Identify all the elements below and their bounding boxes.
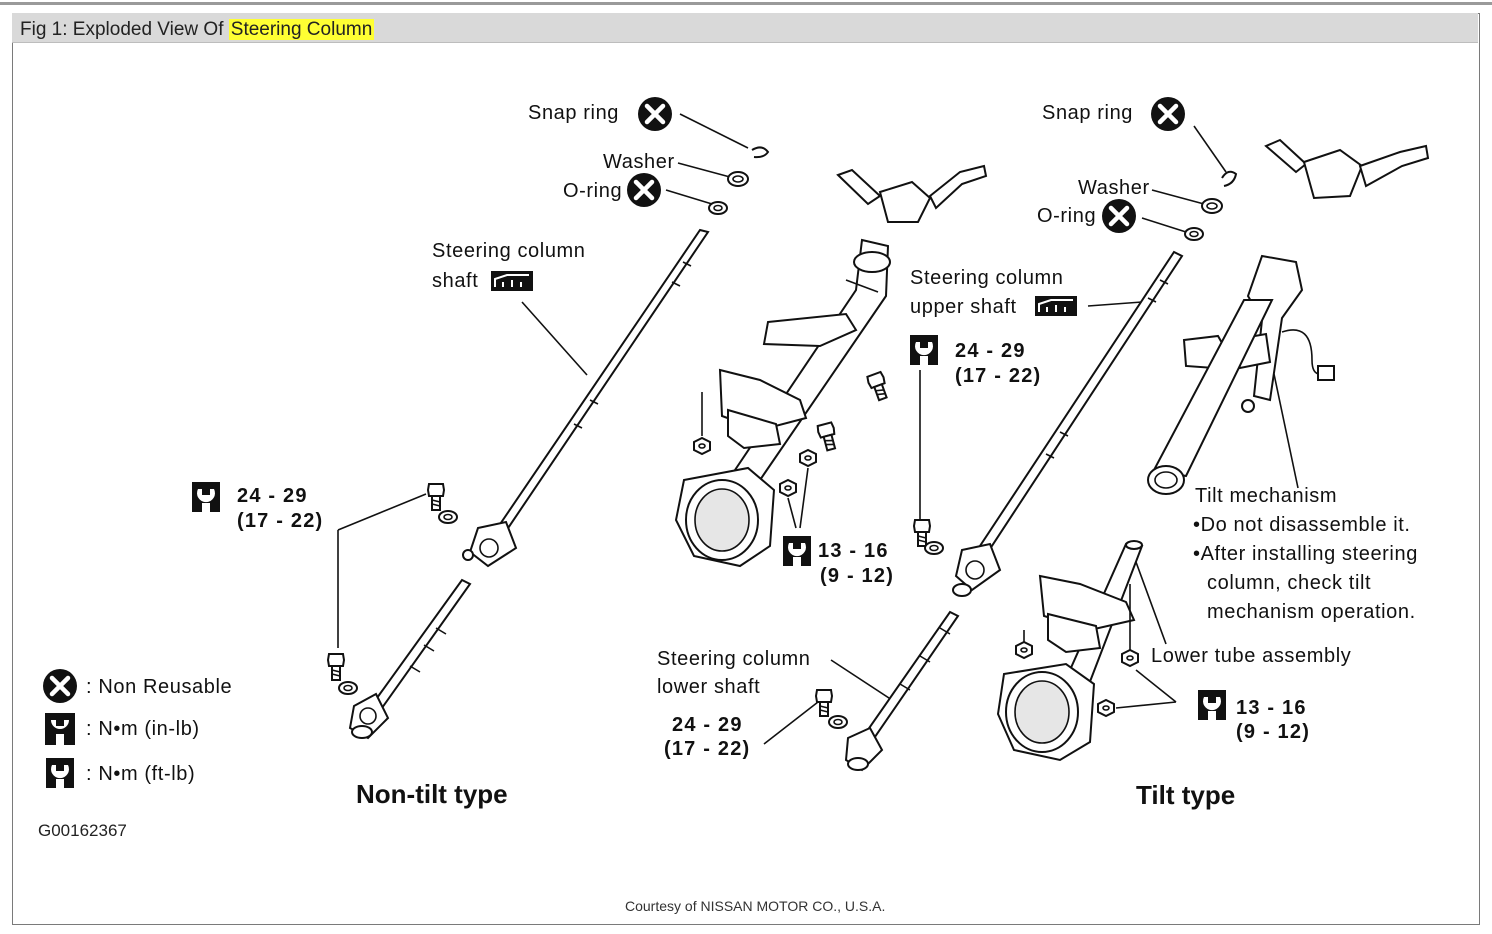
x-circle-icon <box>43 669 77 703</box>
tilt-mechanism-label: Tilt mechanism <box>1195 485 1337 507</box>
figure-title-bar: Fig 1: Exploded View Of Steering Column <box>12 13 1478 43</box>
window-top-line <box>0 2 1492 5</box>
legend-nm-ftlb: : N•m (ft-lb) <box>86 763 195 785</box>
left-snap-ring-label: Snap ring <box>528 102 619 124</box>
tilt-type-label: Tilt type <box>1136 780 1235 810</box>
upper-shaft-label-2: upper shaft <box>910 296 1017 318</box>
non-tilt-assembly: Snap ring Washer O-ring Steering column … <box>192 97 988 809</box>
legend: : Non Reusable : N•m (in-lb) : N•m (ft-l… <box>43 669 232 788</box>
right-washer-label: Washer <box>1078 177 1150 199</box>
middle-torque-c-2: (17 - 22) <box>664 738 750 760</box>
legend-non-reusable: : Non Reusable <box>86 676 232 698</box>
lower-shaft-label-1: Steering column <box>657 648 811 670</box>
right-torque-b-2: (9 - 12) <box>1236 721 1310 743</box>
left-shaft-label-1: Steering column <box>432 240 586 262</box>
title-prefix: Fig 1: Exploded View Of <box>20 19 229 40</box>
torque-ft-lb-icon <box>910 335 938 365</box>
lower-shaft-label-2: lower shaft <box>657 676 760 698</box>
figure-id: G00162367 <box>38 821 127 840</box>
figure-title: Fig 1: Exploded View Of Steering Column <box>20 19 375 41</box>
right-torque-a-2: (17 - 22) <box>955 365 1041 387</box>
torque-ft-lb-icon <box>1198 690 1226 720</box>
right-torque-b-1: 13 - 16 <box>1236 697 1307 719</box>
middle-lower-shaft: Steering column lower shaft 24 - 29 (17 … <box>657 610 960 772</box>
tighten-icon <box>490 270 534 292</box>
left-o-ring-label: O-ring <box>563 180 622 202</box>
tilt-assembly: Snap ring Washer O-ring Steering column … <box>910 97 1430 810</box>
column-housing-non-tilt <box>674 164 988 568</box>
right-snap-ring-label: Snap ring <box>1042 102 1133 124</box>
torque-ft-lb-icon <box>192 482 220 512</box>
tilt-note-2c: mechanism operation. <box>1207 601 1416 623</box>
right-torque-a-1: 24 - 29 <box>955 340 1026 362</box>
tighten-icon <box>1034 295 1078 317</box>
non-tilt-type-label: Non-tilt type <box>356 779 508 809</box>
left-shaft-label-2: shaft <box>432 270 478 292</box>
x-circle-icon <box>1102 199 1136 233</box>
left-torque-a-1: 24 - 29 <box>237 485 308 507</box>
torque-wrench-ft-lb-icon <box>46 758 74 788</box>
legend-nm-inlb: : N•m (in-lb) <box>86 718 200 740</box>
torque-wrench-in-lb-icon <box>45 713 75 745</box>
courtesy-note: Courtesy of NISSAN MOTOR CO., U.S.A. <box>625 898 885 914</box>
x-circle-icon <box>1151 97 1185 131</box>
x-circle-icon <box>638 97 672 131</box>
right-o-ring-label: O-ring <box>1037 205 1096 227</box>
left-washer-label: Washer <box>603 151 675 173</box>
left-torque-a-2: (17 - 22) <box>237 510 323 532</box>
lower-tube-label: Lower tube assembly <box>1151 645 1351 667</box>
x-circle-icon <box>627 173 661 207</box>
torque-ft-lb-icon <box>783 536 811 566</box>
middle-torque-c-1: 24 - 29 <box>672 714 743 736</box>
left-torque-b-1: 13 - 16 <box>818 540 889 562</box>
tilt-note-1: •Do not disassemble it. <box>1193 514 1411 536</box>
tilt-note-2b: column, check tilt <box>1207 572 1371 594</box>
upper-shaft-label-1: Steering column <box>910 267 1064 289</box>
tilt-note-2a: •After installing steering <box>1193 543 1418 565</box>
title-highlight: Steering Column <box>228 19 375 40</box>
left-torque-b-2: (9 - 12) <box>820 565 894 587</box>
